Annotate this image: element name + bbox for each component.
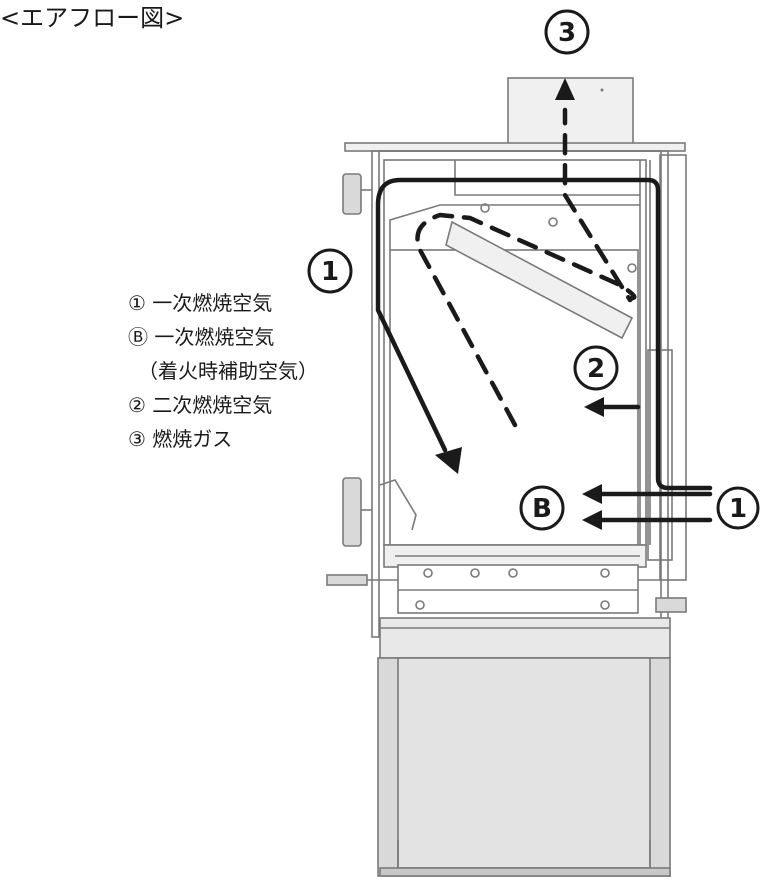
marker-top-label: 3 [558,18,576,48]
secondary-air-arrowhead [584,397,604,417]
marker-middle-label: 2 [587,354,605,384]
primary-air-inlet-arrowhead [582,484,602,504]
marker-left: 1 [307,248,353,294]
marker-bottom-b-label: B [532,494,552,524]
primary-air-arrowhead [435,447,462,474]
diagram-title: <エアフロー図> [0,4,185,32]
marker-bottom-right-label: 1 [729,494,747,524]
combustion-gas-path [415,107,637,428]
markers: 3 1 2 B 1 [307,9,760,531]
door-handle-top [342,173,362,215]
marker-bottom-b: B [519,485,565,531]
primary-air-b-arrowhead [582,510,602,530]
combustion-gas-arrowhead [555,78,575,100]
marker-left-label: 1 [321,257,339,287]
legend: ① 一次燃焼空気 Ⓑ 一次燃焼空気 （着火時補助空気） ② 二次燃焼空気 ③ 燃… [128,286,318,456]
marker-middle: 2 [573,345,619,391]
legend-primary-air: ① 一次燃焼空気 [128,291,273,315]
chimney-collar [507,77,634,147]
top-plate [344,142,686,152]
marker-top: 3 [544,9,590,55]
baffle-plate [445,220,634,340]
primary-air-path [375,177,713,491]
stove-body [326,77,687,877]
legend-primary-air-b: Ⓑ 一次燃焼空気 [128,325,275,349]
door-handle-bottom [342,477,362,547]
ash-tray [397,564,639,614]
airflow-paths [375,78,713,530]
legend-secondary-air: ② 二次燃焼空気 [128,393,273,417]
legend-ignition-assist-air: （着火時補助空気） [138,359,318,383]
marker-bottom-right: 1 [716,486,760,530]
legend-combustion-gas: ③ 燃焼ガス [128,427,233,451]
